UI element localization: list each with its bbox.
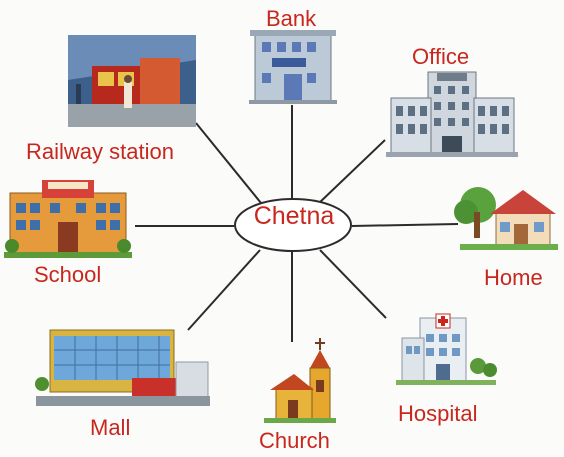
label-church: Church [259, 428, 330, 453]
connector-office [317, 139, 386, 205]
label-hospital: Hospital [398, 401, 478, 426]
center-oval [234, 198, 352, 252]
center-label: Chetna [253, 202, 335, 230]
church-illustration [264, 338, 336, 423]
office-illustration [386, 71, 518, 157]
mall-illustration [35, 329, 210, 406]
school-illustration [4, 180, 132, 258]
home-illustration [454, 187, 558, 250]
railway-station-illustration [68, 35, 196, 127]
bank-illustration [249, 30, 337, 104]
label-railway-station: Railway station [26, 139, 174, 164]
label-bank: Bank [266, 6, 317, 31]
label-home: Home [484, 265, 543, 290]
label-school: School [34, 262, 102, 287]
label-office: Office [412, 44, 470, 69]
connector-hospital [319, 249, 387, 319]
label-mall: Mall [90, 415, 131, 440]
connector-railway [195, 122, 262, 204]
hospital-illustration [396, 313, 497, 385]
connector-mall [187, 249, 261, 331]
connector-home [351, 223, 459, 227]
